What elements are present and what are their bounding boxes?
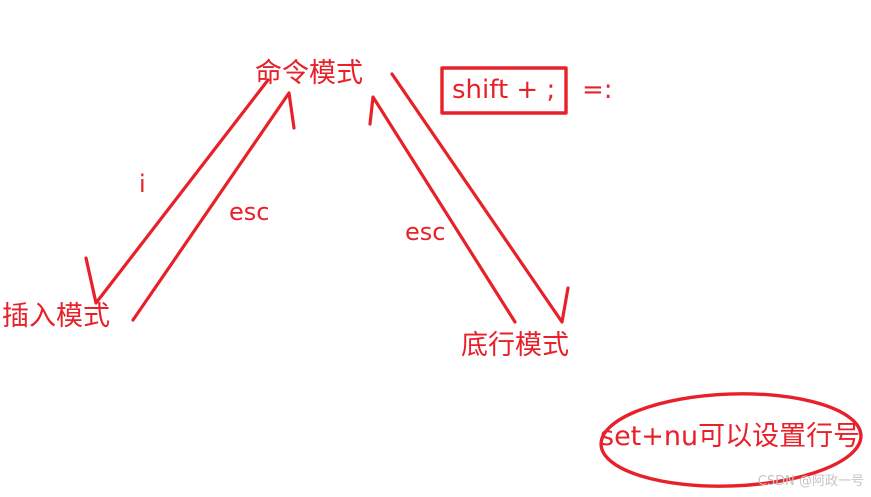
arrow-insert-to-command [131, 91, 296, 322]
note-ellipse [599, 392, 863, 488]
edge-label-esc-insert: esc [229, 198, 270, 226]
line-number-note: set+nu可以设置行号 [600, 421, 861, 452]
edge-label-esc-bottom: esc [405, 218, 446, 246]
shortcut-box [440, 66, 568, 115]
insert-mode-label: 插入模式 [2, 301, 110, 332]
csdn-watermark: CSDN @阿政一号 [757, 474, 864, 489]
command-mode-label: 命令模式 [255, 58, 363, 89]
shortcut-text: shift + ; [452, 75, 556, 105]
equals-colon-text: =: [582, 75, 613, 105]
arrow-bottom-to-command [368, 95, 517, 324]
edge-label-i: i [139, 170, 146, 198]
bottom-line-mode-label: 底行模式 [461, 330, 569, 361]
arrow-command-to-insert [84, 78, 270, 305]
arrow-command-to-bottom [390, 72, 570, 324]
